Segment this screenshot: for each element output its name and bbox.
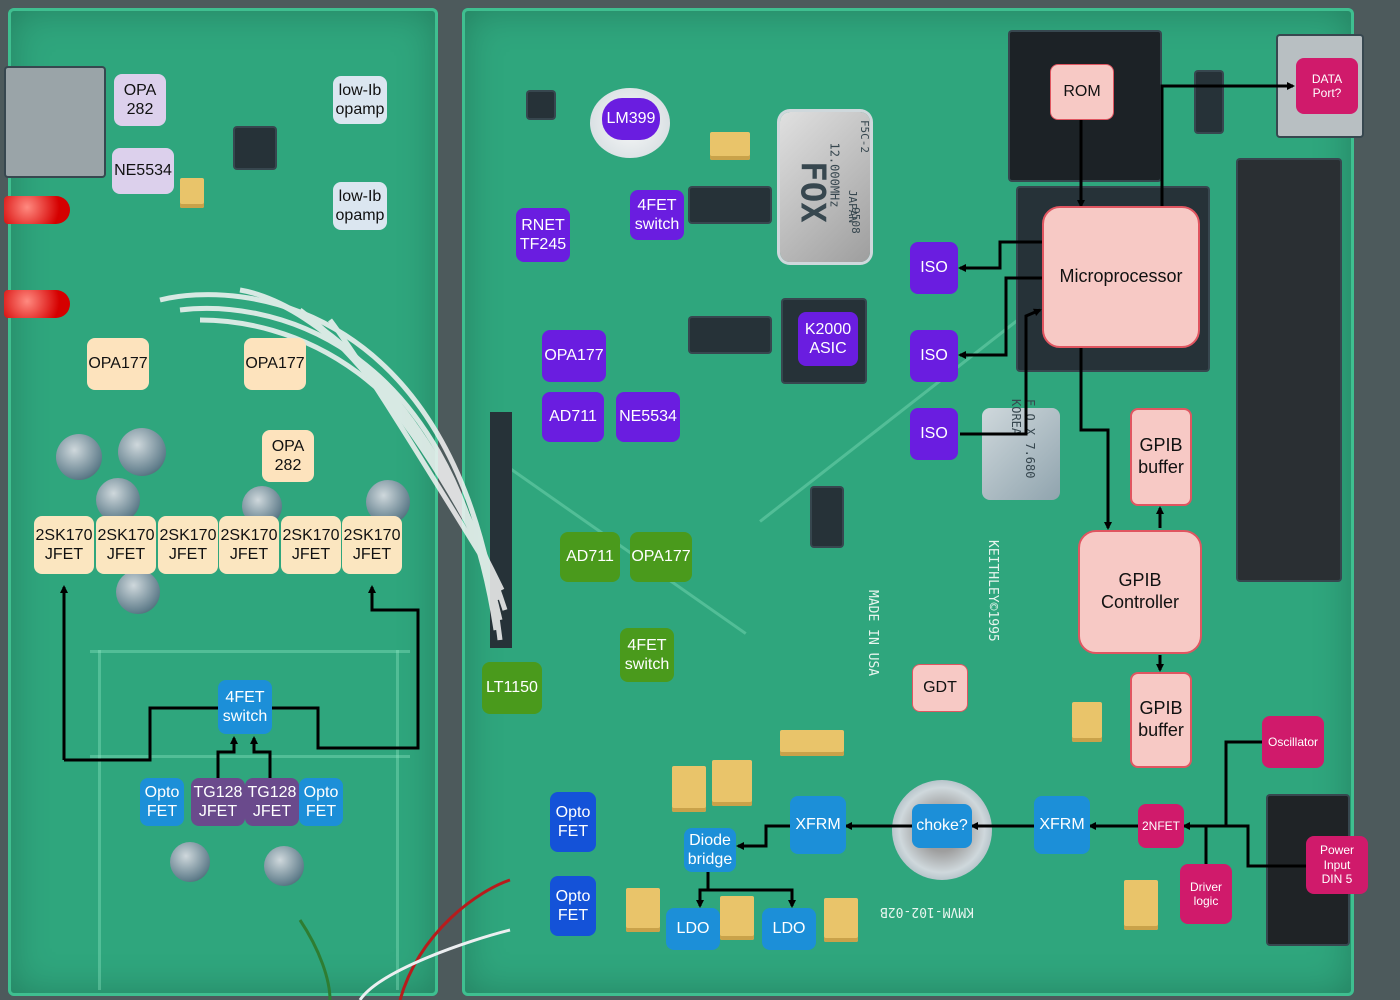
opto-fet-label: Opto FET: [550, 876, 596, 936]
gpib-controller-label: GPIB Controller: [1078, 530, 1202, 654]
cable-wires: [298, 878, 511, 1000]
power-input-din5-label: Power Input DIN 5: [1306, 836, 1368, 894]
electrolytic-capacitor: [96, 478, 140, 522]
ribbon-wires: [159, 287, 508, 641]
opto-fet-label: Opto FET: [299, 778, 343, 826]
chip-soic: [690, 318, 770, 352]
opto-fet-label: Opto FET: [140, 778, 184, 826]
tantalum-capacitor: [710, 132, 750, 160]
gpib-buffer-label: GPIB buffer: [1130, 672, 1192, 768]
four-fet-switch-label: 4FET switch: [620, 628, 674, 682]
tantalum-capacitor: [180, 178, 204, 208]
ldo-label: LDO: [762, 908, 816, 950]
oscillator-label: Oscillator: [1262, 716, 1324, 768]
tantalum-capacitor: [626, 888, 660, 932]
db25-connector: [1238, 160, 1340, 580]
tantalum-capacitor: [720, 896, 754, 940]
electrolytic-capacitor: [116, 570, 160, 614]
iso-label: ISO: [910, 330, 958, 382]
pcb-trace: [98, 650, 101, 990]
four-fet-switch-label: 4FET switch: [218, 680, 272, 734]
tantalum-capacitor: [824, 898, 858, 942]
jfet-2sk170-label: 2SK170 JFET: [281, 516, 341, 574]
lt1150-label: LT1150: [482, 662, 542, 714]
lm399-label: LM399: [602, 98, 660, 140]
tantalum-capacitor: [672, 766, 706, 812]
ne5534-label: NE5534: [616, 392, 680, 442]
red-led: [4, 290, 70, 318]
gdt-label: GDT: [912, 664, 968, 712]
xfrm-label: XFRM: [790, 796, 846, 854]
chip-soic: [235, 128, 275, 168]
tantalum-capacitor: [712, 760, 752, 806]
jfet-2sk170-label: 2SK170 JFET: [34, 516, 94, 574]
xfrm-label: XFRM: [1034, 796, 1090, 854]
data-port-label: DATA Port?: [1296, 58, 1358, 114]
opto-fet-label: Opto FET: [550, 792, 596, 852]
iso-label: ISO: [910, 242, 958, 294]
red-led: [4, 196, 70, 224]
k2000-asic-label: K2000 ASIC: [798, 312, 858, 366]
pcb-trace: [90, 650, 410, 653]
opa282-label: OPA 282: [114, 74, 166, 126]
tg128-jfet-label: TG128 JFET: [191, 778, 245, 826]
crystal-oscillator: [780, 112, 870, 262]
ldo-label: LDO: [666, 908, 720, 950]
electrolytic-capacitor: [170, 842, 210, 882]
rnet-tf245-label: RNET TF245: [516, 208, 570, 262]
chip-soic: [812, 488, 842, 546]
opa282-label: OPA 282: [262, 430, 314, 482]
four-fet-switch-label: 4FET switch: [630, 190, 684, 240]
driver-logic-label: Driver logic: [1180, 864, 1232, 924]
ad711-label: AD711: [542, 392, 604, 442]
pcb-trace: [90, 755, 410, 758]
two-nfet-label: 2NFET: [1138, 804, 1184, 848]
tantalum-capacitor: [780, 730, 844, 756]
low-ib-opamp-label: low-Ib opamp: [333, 182, 387, 230]
ne5534-label: NE5534: [112, 148, 174, 194]
jfet-2sk170-label: 2SK170 JFET: [158, 516, 218, 574]
jfet-2sk170-label: 2SK170 JFET: [96, 516, 156, 574]
tantalum-capacitor: [1072, 702, 1102, 742]
microprocessor-label: Microprocessor: [1042, 206, 1200, 348]
ad711-label: AD711: [560, 532, 620, 582]
chip-soic: [690, 188, 770, 222]
opa177-label: OPA177: [630, 532, 692, 582]
rom-label: ROM: [1050, 64, 1114, 120]
tantalum-capacitor: [1124, 880, 1158, 930]
opa177-label: OPA177: [244, 338, 306, 390]
diode-bridge-label: Diode bridge: [684, 828, 736, 872]
chip-soic: [1196, 72, 1222, 132]
crystal-oscillator-2: [982, 408, 1060, 500]
gpib-buffer-label: GPIB buffer: [1130, 408, 1192, 506]
chip-soic: [528, 92, 554, 118]
jfet-2sk170-label: 2SK170 JFET: [342, 516, 402, 574]
low-ib-opamp-label: low-Ib opamp: [333, 76, 387, 124]
opa177-label: OPA177: [542, 330, 606, 382]
electrolytic-capacitor: [118, 428, 166, 476]
bnc-jack: [6, 68, 104, 176]
choke-label: choke?: [912, 804, 972, 848]
jfet-2sk170-label: 2SK170 JFET: [219, 516, 279, 574]
pcb-trace: [396, 650, 399, 990]
iso-label: ISO: [910, 408, 958, 460]
opa177-label: OPA177: [87, 338, 149, 390]
electrolytic-capacitor: [56, 434, 102, 480]
tg128-jfet-label: TG128 JFET: [245, 778, 299, 826]
electrolytic-capacitor: [264, 846, 304, 886]
